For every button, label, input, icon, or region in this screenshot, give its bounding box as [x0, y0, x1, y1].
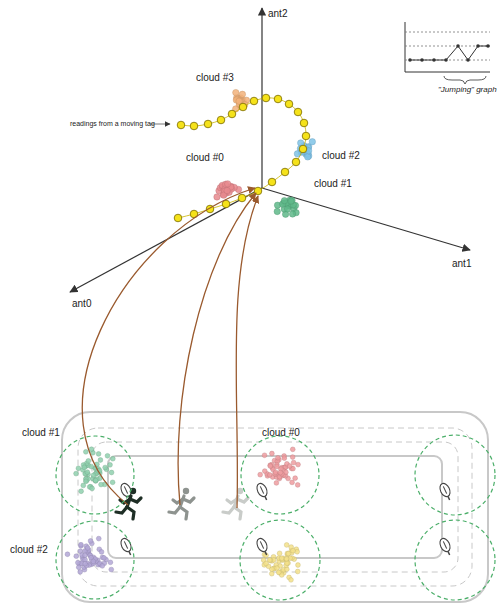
reader-zone: cloud #0	[240, 435, 320, 515]
cloud-label: cloud #1	[314, 178, 352, 189]
cloud-label: cloud #3	[196, 72, 234, 83]
axis-label: ant0	[72, 298, 91, 309]
graph-caption: "Jumping" graph	[438, 86, 497, 95]
cloud-label: cloud #0	[186, 152, 224, 163]
reader-zone: cloud #1	[55, 435, 135, 515]
trajectory	[174, 94, 310, 222]
annotation: readings from a moving tag	[70, 120, 155, 128]
tag-readings	[65, 447, 300, 582]
reader-zone: cloud #2	[55, 520, 135, 600]
axis-label: ant2	[268, 8, 287, 19]
zone-outline	[55, 520, 135, 600]
cloud-label: cloud #2	[322, 150, 360, 161]
track	[62, 412, 488, 602]
antenna-icons	[119, 482, 454, 557]
cloud-label: cloud #2	[10, 544, 48, 555]
runners	[116, 488, 248, 519]
mapping-arrow	[82, 188, 258, 508]
reader-zone	[240, 435, 495, 600]
zone-outline	[240, 435, 320, 515]
cloud-label: cloud #0	[262, 427, 300, 438]
cloud-label: cloud #1	[22, 427, 60, 438]
axes	[70, 8, 470, 292]
axis-label: ant1	[452, 258, 471, 269]
zone-outline	[55, 435, 135, 515]
jumping-graph	[405, 22, 490, 84]
